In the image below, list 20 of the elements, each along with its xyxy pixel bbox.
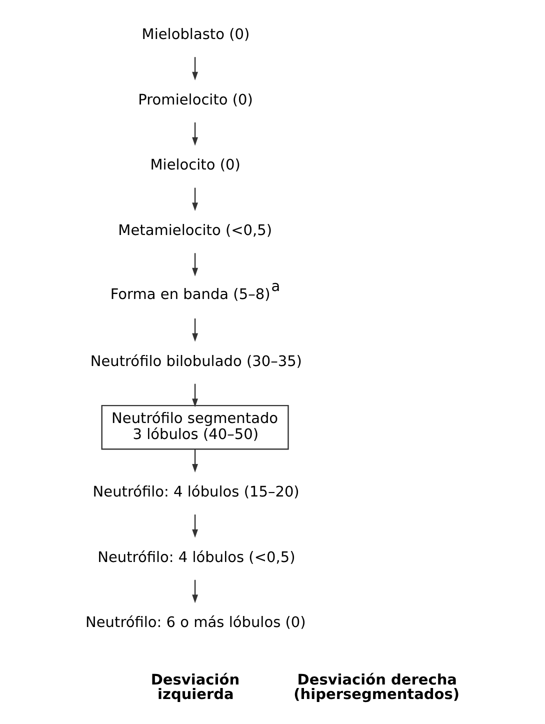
arrow xyxy=(192,57,198,80)
node-text: Neutrófilo: 6 o más lóbulos (0) xyxy=(86,615,306,632)
arrow xyxy=(192,253,198,276)
node-text: Neutrófilo: 4 lóbulos (<0,5) xyxy=(98,550,296,566)
arrow xyxy=(192,384,198,408)
node-text: Neutrófilo bilobulado (30–35) xyxy=(90,354,302,370)
node-text: Promielocito (0) xyxy=(138,92,253,108)
node-text: Neutrófilo: 4 lóbulos (15–20) xyxy=(92,484,300,500)
label: Desviación izquierda xyxy=(150,672,240,704)
arrow xyxy=(192,514,198,538)
node-box: Neutrófilo segmentado 3 lóbulos (40–50) xyxy=(101,404,289,450)
node-text: Mielocito (0) xyxy=(150,158,240,174)
node-text: Mieloblasto (0) xyxy=(142,26,250,43)
arrow xyxy=(192,122,198,146)
arrow xyxy=(192,188,198,212)
arrow xyxy=(192,318,198,342)
arrow xyxy=(192,449,198,472)
node-text: Metamielocito (<0,5) xyxy=(118,223,272,240)
arrow xyxy=(192,580,198,604)
label: Desviación derecha (hipersegmentados) xyxy=(294,672,460,704)
